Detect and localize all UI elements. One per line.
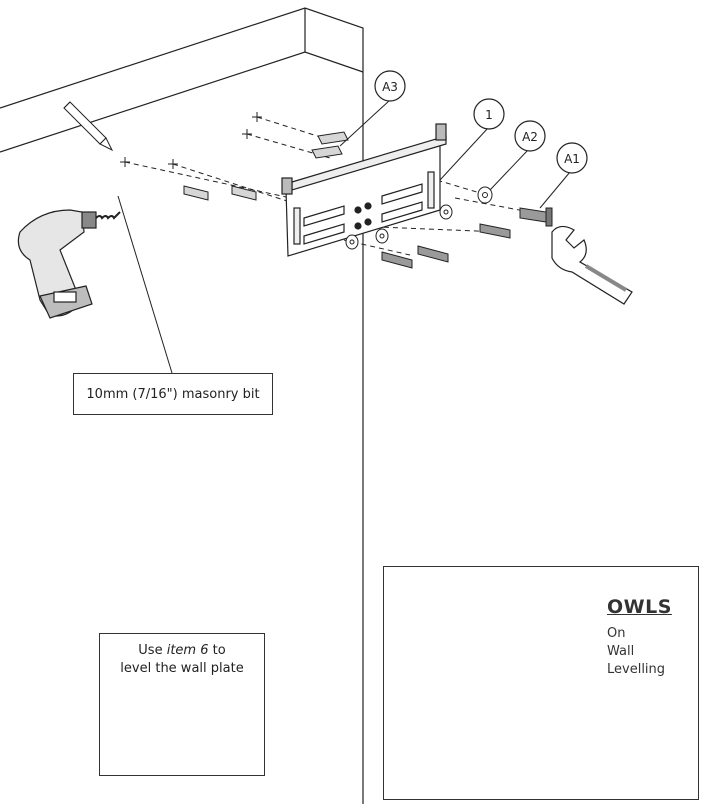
drill-marks <box>120 112 262 169</box>
wall <box>0 7 364 804</box>
wrench-icon <box>551 225 633 305</box>
level-caption-post: to <box>208 643 226 658</box>
owls-line-2: Wall <box>607 644 635 659</box>
label-a2: A2 <box>489 120 546 191</box>
washers <box>345 186 493 250</box>
owls-line-3: Levelling <box>607 662 666 677</box>
level-caption: Use item 6 to level the wall plate <box>100 642 264 678</box>
drill-icon <box>17 209 121 319</box>
wall-plate-icon <box>281 123 447 257</box>
level-instruction-box: Use item 6 to level the wall plate <box>99 633 265 776</box>
masonry-bit-callout: 10mm (7/16") masonry bit <box>73 373 273 415</box>
label-a2-text: A2 <box>522 130 538 144</box>
label-a3-text: A3 <box>382 80 398 94</box>
wall-plugs <box>183 131 349 201</box>
owls-inset-box <box>383 566 699 800</box>
owls-title: OWLS <box>607 596 672 618</box>
label-a1: A1 <box>539 142 588 209</box>
masonry-bit-text: 10mm (7/16") masonry bit <box>86 386 260 402</box>
bolts <box>381 207 553 269</box>
label-1: 1 <box>439 98 505 181</box>
owls-line-1: On <box>607 626 626 641</box>
level-caption-item: item 6 <box>166 643 209 658</box>
level-caption-pre: Use <box>138 643 167 658</box>
pencil-icon <box>63 101 114 152</box>
label-a3: A3 <box>339 70 406 147</box>
label-1-text: 1 <box>485 108 493 122</box>
label-a1-text: A1 <box>564 152 580 166</box>
callout-leader <box>117 195 173 374</box>
level-caption-line2: level the wall plate <box>120 661 244 676</box>
